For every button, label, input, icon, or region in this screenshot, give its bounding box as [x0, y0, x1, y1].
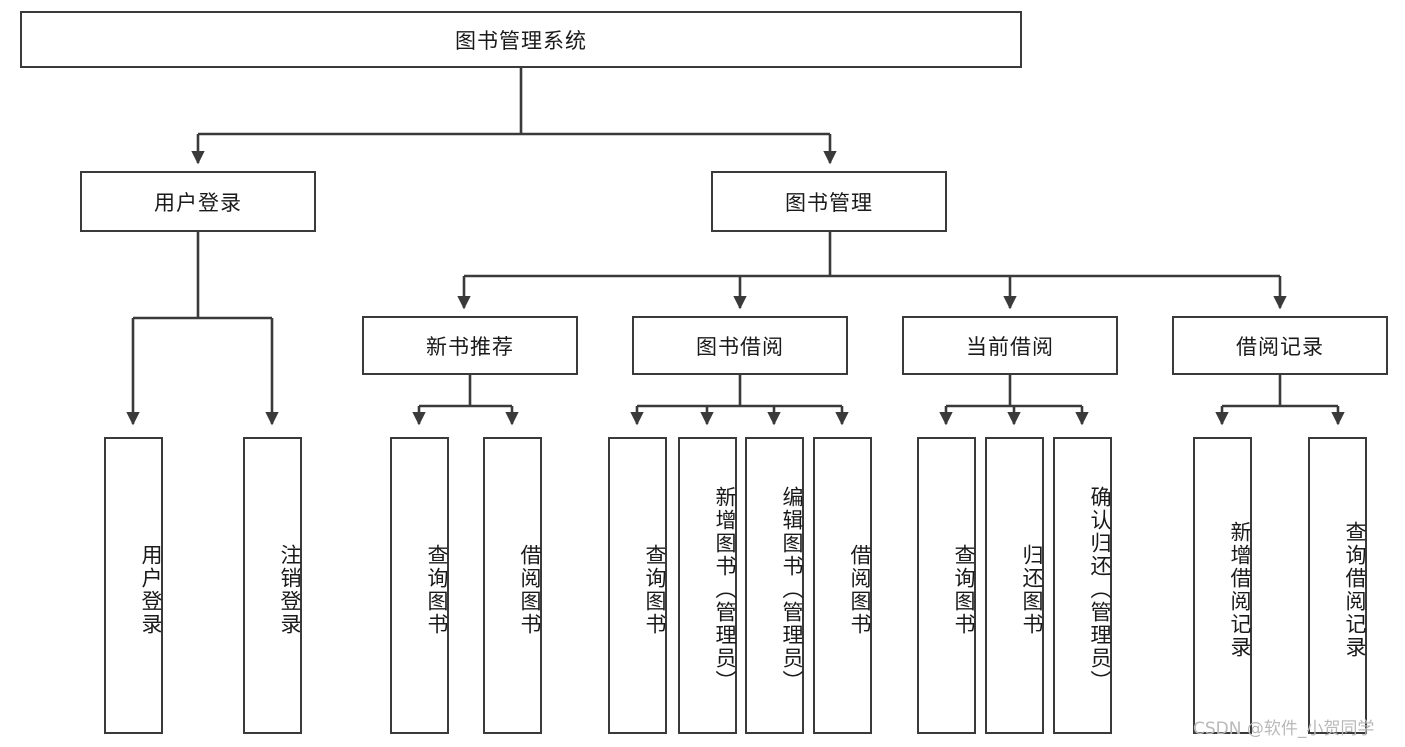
node-new-book-recommend-label: 新书推荐: [426, 334, 514, 359]
leaf-borrow-book[interactable]: 借阅图书: [813, 437, 872, 734]
node-book-management[interactable]: 图书管理: [711, 171, 947, 232]
leaf-query-borrow-record-label: 查询借阅记录: [1343, 520, 1367, 659]
leaf-query-book-recommend-label: 查询图书: [425, 543, 449, 636]
node-borrow-record[interactable]: 借阅记录: [1172, 316, 1388, 375]
leaf-logout[interactable]: 注销登录: [243, 437, 302, 734]
leaf-user-login[interactable]: 用户登录: [104, 437, 163, 734]
leaf-borrow-book-label: 借阅图书: [848, 543, 872, 636]
leaf-query-book-current[interactable]: 查询图书: [917, 437, 976, 734]
csdn-watermark: CSDN @软件_小贺同学: [1193, 719, 1375, 739]
node-new-book-recommend[interactable]: 新书推荐: [362, 316, 578, 375]
node-user-login[interactable]: 用户登录: [80, 171, 316, 232]
leaf-edit-book-admin-label: 编辑图书（管理员）: [780, 486, 804, 693]
leaf-edit-book-admin[interactable]: 编辑图书（管理员）: [745, 437, 804, 734]
node-root[interactable]: 图书管理系统: [20, 11, 1022, 68]
leaf-confirm-return-admin[interactable]: 确认归还（管理员）: [1053, 437, 1112, 734]
leaf-query-book-recommend[interactable]: 查询图书: [390, 437, 449, 734]
leaf-return-book-label: 归还图书: [1020, 543, 1044, 636]
node-root-label: 图书管理系统: [455, 28, 587, 53]
leaf-return-book[interactable]: 归还图书: [985, 437, 1044, 734]
node-book-management-label: 图书管理: [785, 190, 873, 215]
leaf-borrow-book-recommend[interactable]: 借阅图书: [483, 437, 542, 734]
leaf-add-book-admin[interactable]: 新增图书（管理员）: [678, 437, 737, 734]
leaf-user-login-label: 用户登录: [139, 543, 163, 636]
leaf-confirm-return-admin-label: 确认归还（管理员）: [1088, 486, 1112, 693]
node-current-borrow-label: 当前借阅: [966, 334, 1054, 359]
node-user-login-label: 用户登录: [154, 190, 242, 215]
leaf-query-book-label: 查询图书: [643, 543, 667, 636]
node-book-borrow[interactable]: 图书借阅: [632, 316, 848, 375]
leaf-borrow-book-recommend-label: 借阅图书: [518, 543, 542, 636]
leaf-add-borrow-record-label: 新增借阅记录: [1228, 520, 1252, 659]
leaf-add-book-admin-label: 新增图书（管理员）: [713, 486, 737, 693]
node-current-borrow[interactable]: 当前借阅: [902, 316, 1118, 375]
leaf-add-borrow-record[interactable]: 新增借阅记录: [1193, 437, 1252, 734]
node-book-borrow-label: 图书借阅: [696, 334, 784, 359]
leaf-query-book-current-label: 查询图书: [952, 543, 976, 636]
leaf-query-borrow-record[interactable]: 查询借阅记录: [1308, 437, 1367, 734]
leaf-query-book[interactable]: 查询图书: [608, 437, 667, 734]
node-borrow-record-label: 借阅记录: [1236, 334, 1324, 359]
leaf-logout-label: 注销登录: [278, 543, 302, 636]
